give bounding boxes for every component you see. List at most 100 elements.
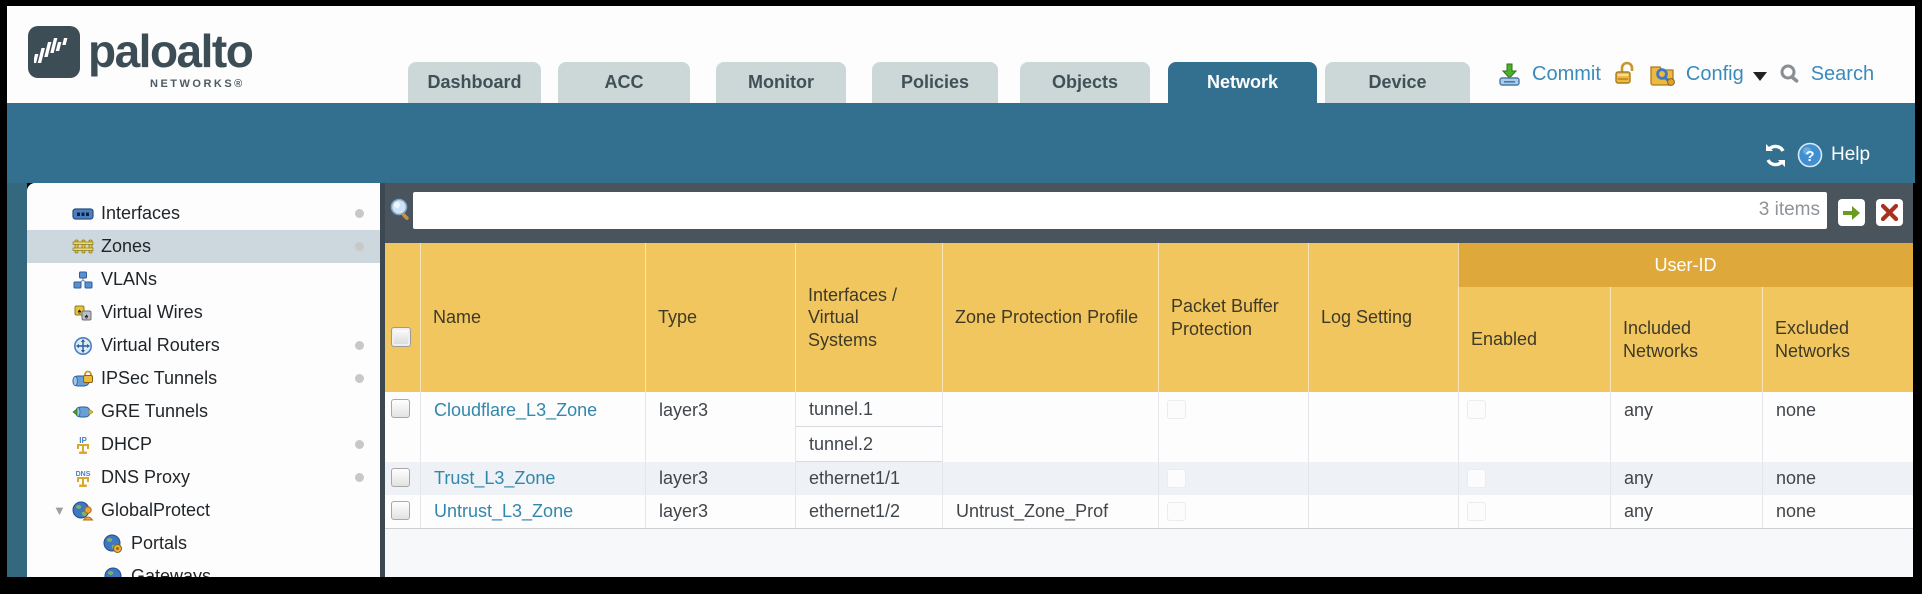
- svg-text:?: ?: [1805, 148, 1814, 165]
- column-header-label: Type: [658, 307, 698, 328]
- paloalto-logo-icon: [28, 26, 80, 78]
- sidebar-content-divider: [380, 183, 385, 577]
- notification-dot: [355, 341, 364, 350]
- sidebar-item-vlans[interactable]: VLANs: [27, 263, 380, 296]
- tab-objects[interactable]: Objects: [1020, 62, 1150, 103]
- sidebar-item-label: Virtual Wires: [101, 302, 203, 322]
- zone-type: layer3: [659, 468, 709, 488]
- packet-buffer-protection-checkbox[interactable]: [1167, 469, 1186, 488]
- interface-value: tunnel.2: [809, 433, 874, 454]
- interfaces-icon: [71, 204, 95, 224]
- column-header-name[interactable]: Name: [420, 243, 645, 392]
- refresh-icon[interactable]: [1762, 142, 1789, 169]
- packet-buffer-protection-checkbox[interactable]: [1167, 400, 1186, 419]
- included-networks-value: any: [1624, 501, 1654, 521]
- column-header-label: Log Setting: [1321, 307, 1413, 328]
- commit-icon[interactable]: [1496, 61, 1523, 88]
- commit-button[interactable]: Commit: [1532, 62, 1601, 85]
- clear-filter-button[interactable]: [1876, 199, 1903, 226]
- user-id-label: User-ID: [1654, 254, 1717, 275]
- column-header-label: Included Networks: [1623, 318, 1699, 361]
- tab-policies[interactable]: Policies: [872, 62, 998, 103]
- sidebar-item-gre-tunnels[interactable]: GRE Tunnels: [27, 395, 380, 428]
- config-dropdown-caret-icon[interactable]: [1752, 71, 1767, 81]
- sidebar-item-globalprotect[interactable]: ▼ GlobalProtect: [27, 494, 380, 527]
- tab-monitor[interactable]: Monitor: [716, 62, 846, 103]
- zone-name-link[interactable]: Trust_L3_Zone: [434, 468, 556, 488]
- table-row[interactable]: [385, 462, 1913, 495]
- tab-label: Monitor: [748, 72, 814, 92]
- sidebar-item-interfaces[interactable]: Interfaces: [27, 197, 380, 230]
- sidebar-item-virtual-routers[interactable]: Virtual Routers: [27, 329, 380, 362]
- notification-dot: [355, 440, 364, 449]
- zone-name-link[interactable]: Cloudflare_L3_Zone: [434, 400, 598, 420]
- user-id-enabled-checkbox[interactable]: [1467, 502, 1486, 521]
- config-button[interactable]: Config: [1685, 62, 1744, 85]
- svg-text:IP: IP: [79, 436, 87, 445]
- sidebar-item-dns-proxy[interactable]: DNS DNS Proxy: [27, 461, 380, 494]
- column-header-packet-buffer-protection[interactable]: Packet Buffer Protection: [1158, 243, 1308, 392]
- table-bottom-border: [385, 528, 1913, 529]
- column-header-enabled[interactable]: Enabled: [1458, 287, 1610, 392]
- sidebar-item-label: Virtual Routers: [101, 335, 220, 355]
- help-icon[interactable]: ?: [1797, 142, 1823, 168]
- row-checkbox[interactable]: [391, 399, 410, 418]
- column-header-interfaces[interactable]: Interfaces / Virtual Systems: [795, 243, 942, 392]
- select-all-checkbox[interactable]: [391, 327, 411, 347]
- tab-label: Device: [1368, 72, 1427, 92]
- filter-input[interactable]: [413, 192, 1827, 229]
- tab-device[interactable]: Device: [1325, 62, 1470, 103]
- table-row[interactable]: [385, 392, 1913, 462]
- column-header-excluded-networks[interactable]: Excluded Networks: [1762, 287, 1913, 392]
- zones-icon: [71, 237, 95, 257]
- search-button[interactable]: Search: [1810, 62, 1875, 85]
- help-label[interactable]: Help: [1831, 144, 1871, 165]
- virtual-routers-icon: [71, 336, 95, 356]
- globalprotect-icon: [71, 501, 95, 521]
- tab-acc[interactable]: ACC: [558, 62, 690, 103]
- user-id-enabled-checkbox[interactable]: [1467, 469, 1486, 488]
- sidebar-item-label: GRE Tunnels: [101, 401, 209, 421]
- sidebar-item-gateways[interactable]: Gateways: [27, 560, 380, 577]
- sidebar-item-label: Gateways: [131, 566, 212, 577]
- row-checkbox[interactable]: [391, 501, 410, 520]
- sidebar-item-label: DHCP: [101, 434, 153, 454]
- virtual-wires-icon: ♠♠: [71, 303, 95, 323]
- interface-value: ethernet1/2: [809, 501, 901, 521]
- sidebar-item-ipsec-tunnels[interactable]: IPSec Tunnels: [27, 362, 380, 395]
- brand-name: paloalto: [88, 25, 254, 77]
- search-icon[interactable]: [1778, 62, 1802, 86]
- tab-label: Objects: [1051, 72, 1119, 92]
- column-header-zone-protection-profile[interactable]: Zone Protection Profile: [942, 243, 1158, 392]
- column-header-label: Interfaces / Virtual Systems: [808, 284, 898, 350]
- dns-proxy-icon: DNS: [71, 468, 95, 488]
- tab-network[interactable]: Network: [1168, 62, 1317, 103]
- table-row[interactable]: [385, 495, 1913, 528]
- column-header-log-setting[interactable]: Log Setting: [1308, 243, 1458, 392]
- left-gutter: [7, 183, 27, 577]
- apply-filter-button[interactable]: [1838, 199, 1865, 226]
- zone-name-link[interactable]: Untrust_L3_Zone: [434, 501, 574, 521]
- included-networks-value: any: [1624, 468, 1654, 488]
- packet-buffer-protection-checkbox[interactable]: [1167, 502, 1186, 521]
- sidebar-item-dhcp[interactable]: IP DHCP: [27, 428, 380, 461]
- user-id-enabled-checkbox[interactable]: [1467, 400, 1486, 419]
- config-icon[interactable]: [1649, 61, 1677, 87]
- expand-collapse-icon[interactable]: ▼: [53, 503, 66, 518]
- notification-dot: [355, 374, 364, 383]
- tab-dashboard[interactable]: Dashboard: [408, 62, 541, 103]
- teal-banner: [7, 103, 1915, 183]
- sidebar-item-label: Interfaces: [101, 203, 181, 223]
- lock-icon[interactable]: [1613, 61, 1637, 87]
- sidebar-item-virtual-wires[interactable]: ♠♠ Virtual Wires: [27, 296, 380, 329]
- sidebar-item-portals[interactable]: Portals: [27, 527, 380, 560]
- tab-label: Policies: [900, 72, 970, 92]
- column-header-type[interactable]: Type: [645, 243, 795, 392]
- zone-protection-profile-value: Untrust_Zone_Prof: [956, 501, 1109, 521]
- row-checkbox[interactable]: [391, 468, 410, 487]
- notification-dot: [355, 242, 364, 251]
- column-header-included-networks[interactable]: Included Networks: [1610, 287, 1762, 392]
- sidebar-item-zones[interactable]: Zones: [27, 230, 380, 263]
- interface-cell: tunnel.2: [795, 427, 942, 462]
